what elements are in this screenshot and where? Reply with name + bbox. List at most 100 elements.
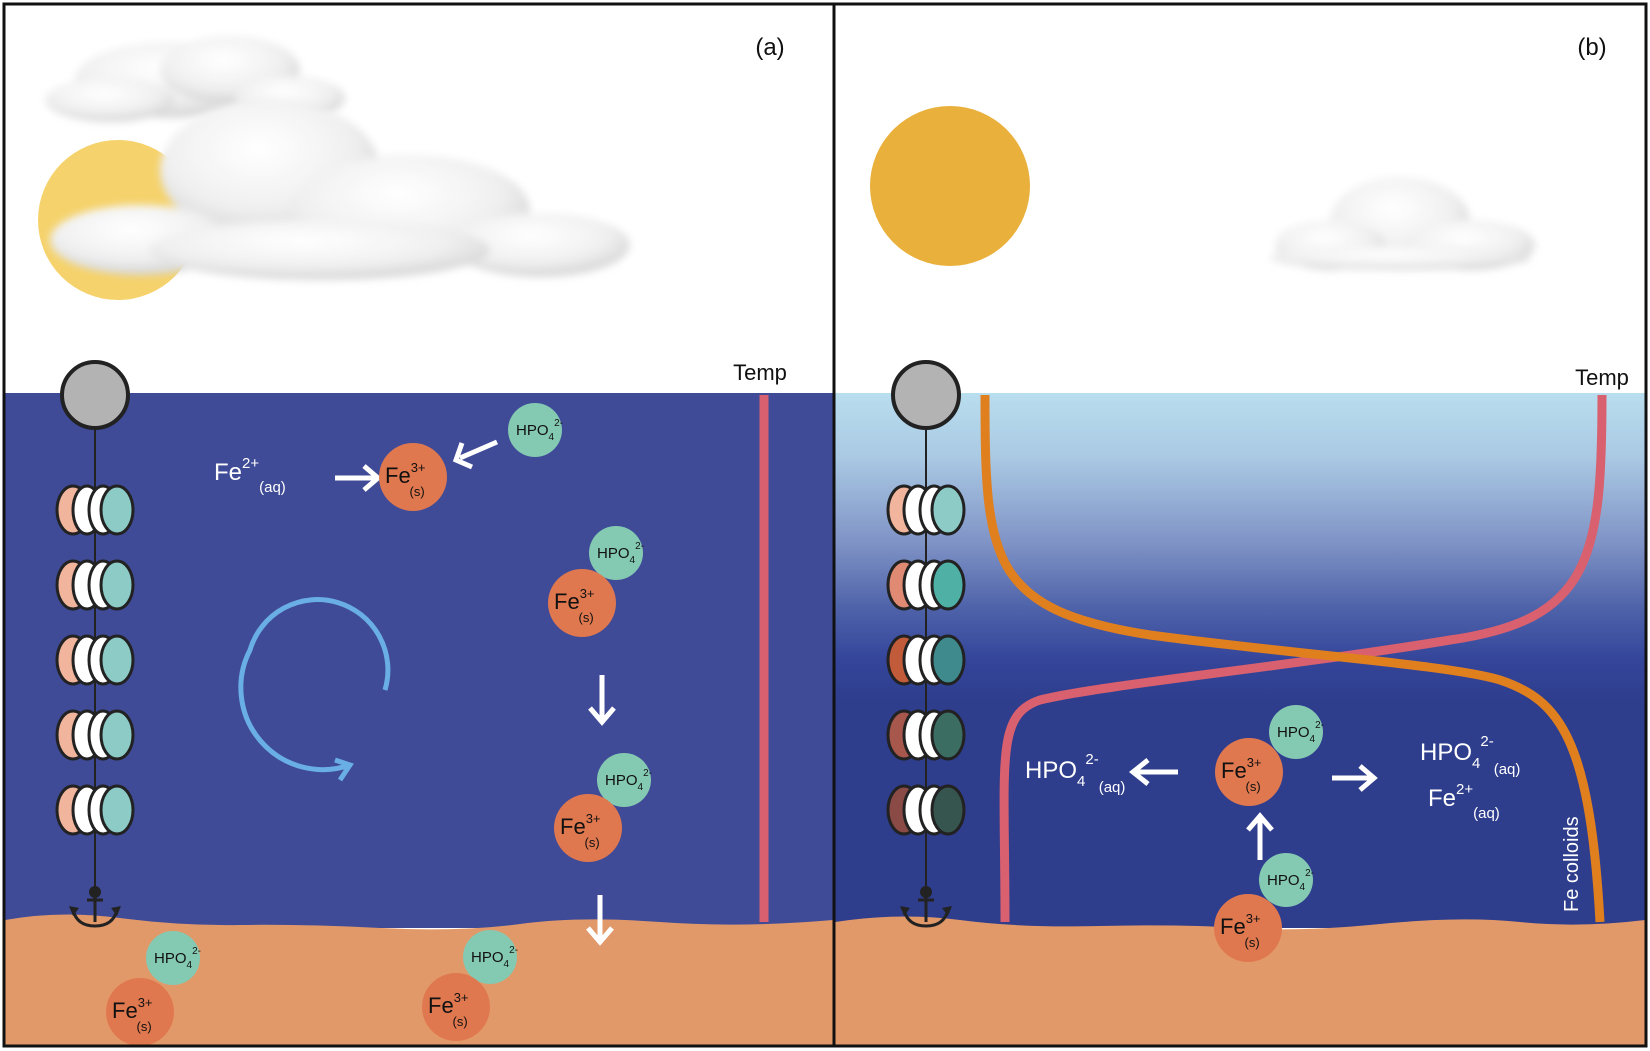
fe-main: Fe	[428, 993, 454, 1018]
hpo-sup: 2-	[1305, 868, 1314, 879]
cloud-icon	[1270, 177, 1535, 270]
hpo-main: HPO	[471, 949, 504, 966]
hpo4-label: HPO4 2-	[1267, 868, 1314, 893]
temp-line-b	[999, 394, 1607, 923]
fe-sub: (s)	[585, 835, 600, 850]
hpo4-label: HPO42-	[605, 768, 652, 793]
panel-a-sediment	[5, 914, 833, 1045]
fe3-hpo4-particle: HPO4 2- Fe3+(s)	[1214, 853, 1314, 962]
fe2-sup: 2+	[1456, 781, 1473, 798]
arrow-icon	[1332, 764, 1378, 792]
hpo-sub: 4	[1077, 773, 1085, 790]
anchor-icon	[69, 886, 121, 928]
buoy-icon	[891, 360, 961, 430]
hpo-sup: 2-	[509, 945, 518, 956]
mooring-a	[55, 360, 135, 928]
hpo-sub: 4	[549, 432, 555, 443]
fe3-particle: Fe3+(s)	[548, 569, 616, 637]
sensor-icon	[55, 709, 135, 761]
fe-sup: 3+	[586, 811, 601, 826]
arrow-icon	[1246, 812, 1274, 860]
anchor-icon	[900, 886, 952, 928]
hpo-sup: 2-	[1315, 720, 1324, 731]
fe-sup: 3+	[1247, 755, 1262, 770]
fe3-label: Fe3+(s)	[554, 586, 595, 625]
fe3-hpo4-particle: HPO42- Fe3+ (s)	[554, 753, 652, 862]
hpo4-label: HPO4 2-	[1277, 720, 1324, 745]
fe3-hpo4-particle: HPO42- Fe3+ (s)	[422, 930, 518, 1041]
hpo-sub: 4	[1472, 755, 1480, 772]
hpo-sup: 2-	[1085, 751, 1098, 768]
hpo-main: HPO	[1025, 757, 1077, 784]
hpo-sup: 2-	[1480, 733, 1493, 750]
hpo4-label: HPO4 2-	[516, 418, 563, 443]
hpo-sup: 2-	[635, 541, 644, 552]
arrow-icon	[1128, 758, 1178, 786]
fe3-label: Fe3+ (s)	[428, 990, 469, 1029]
fe3-label: Fe3+ (s)	[112, 995, 153, 1034]
fe-colloids-label: Fe colloids	[1561, 816, 1583, 912]
hpo-main: HPO	[1277, 724, 1310, 741]
fe2-aq-right: Fe2+(aq)	[1428, 781, 1500, 822]
temp-label-b: Temp	[1575, 365, 1629, 390]
fe-sup: 3+	[580, 586, 595, 601]
sensor-icon	[886, 484, 966, 536]
hpo-sub: 4	[187, 960, 193, 971]
hpo-sup: 2-	[554, 418, 563, 429]
sensor-icon	[55, 559, 135, 611]
fe3-particle: Fe3+ (s)	[554, 794, 622, 862]
hpo4-particle: HPO42-	[589, 526, 644, 580]
hpo-sub: 4	[1300, 882, 1306, 893]
hpo4-particle: HPO42-	[146, 931, 201, 985]
fe-sub: (s)	[137, 1019, 152, 1034]
temp-label-a: Temp	[733, 360, 787, 385]
sun-icon	[870, 106, 1030, 266]
hpo-aq: (aq)	[1494, 761, 1521, 778]
fe3-label: Fe3+(s)	[1220, 911, 1261, 950]
panel-b-sediment	[835, 916, 1645, 1045]
panel-label-a: (a)	[755, 34, 784, 61]
fe3-hpo4-particle: HPO42- Fe3+ (s)	[106, 931, 201, 1046]
hpo4-particle: HPO4 2-	[1259, 853, 1314, 907]
panel-b: Temp (b) Fe colloids HPO42-(aq) HPO42-(a…	[835, 5, 1645, 1045]
sensor-icon	[55, 484, 135, 536]
hpo-main: HPO	[597, 545, 630, 562]
fe3-particle: Fe3+ (s)	[422, 973, 490, 1041]
hpo-main: HPO	[516, 422, 549, 439]
hpo-main: HPO	[605, 772, 638, 789]
arrow-icon	[586, 895, 614, 946]
fe-colloid-line-b	[980, 394, 1605, 923]
mooring-b	[886, 360, 966, 928]
sensor-icon	[886, 634, 966, 686]
arrow-icon	[452, 439, 498, 470]
hpo4-particle: HPO42-	[463, 930, 518, 984]
sensor-icon	[886, 784, 966, 836]
fe-sup: 3+	[138, 995, 153, 1010]
sensor-icon	[55, 784, 135, 836]
hpo-sub: 4	[1310, 734, 1316, 745]
hpo-sup: 2-	[643, 768, 652, 779]
fe-main: Fe	[1221, 758, 1247, 783]
fe-sub: (s)	[410, 484, 425, 499]
sensor-icon	[55, 634, 135, 686]
fe-main: Fe	[560, 814, 586, 839]
fe-main: Fe	[112, 998, 138, 1023]
fe3-particle: Fe3+(s)	[1215, 738, 1283, 806]
fe-sub: (s)	[453, 1014, 468, 1029]
fe3-label: Fe3+(s)	[385, 460, 426, 499]
fe3-hpo4-particle: HPO4 2- Fe3+(s)	[1215, 705, 1324, 806]
fe3-particle: Fe3+ (s)	[106, 978, 174, 1046]
panel-label-b: (b)	[1577, 34, 1606, 61]
hpo4-aq-left: HPO42-(aq)	[1025, 751, 1125, 796]
mixing-arrow-icon	[238, 597, 391, 782]
fe3-label: Fe3+(s)	[1221, 755, 1262, 794]
hpo-main: HPO	[1267, 872, 1300, 889]
hpo4-particle: HPO4 2-	[1269, 705, 1324, 759]
fe-sup: 3+	[454, 990, 469, 1005]
hpo-aq: (aq)	[1099, 779, 1126, 796]
fe3-hpo4-particle: HPO42- Fe3+(s)	[548, 526, 644, 637]
panel-a: Temp (a) Fe2+(aq) HPO42-Fe3+(s)HPO42-Fe3…	[5, 5, 833, 1046]
arrow-icon	[588, 675, 616, 726]
fe-sub: (s)	[1245, 935, 1260, 950]
